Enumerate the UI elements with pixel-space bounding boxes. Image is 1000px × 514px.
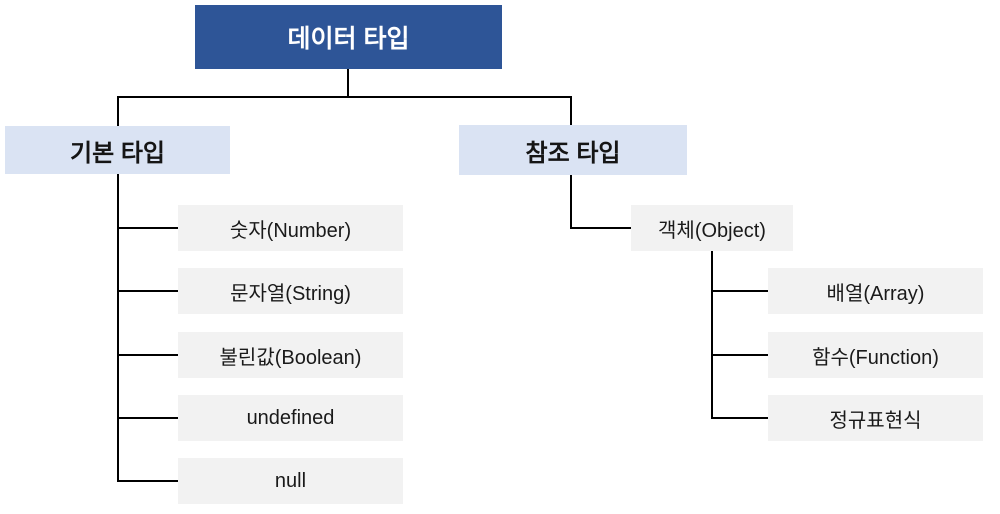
connector-object-trunk [711, 251, 713, 419]
leaf-node-number: 숫자(Number) [178, 205, 403, 251]
leaf-node-regexp: 정규표현식 [768, 395, 983, 441]
branch-node-reference-type: 참조 타입 [459, 125, 687, 175]
leaf-node-null: null [178, 458, 403, 504]
connector-basic-child-1 [117, 227, 178, 229]
connector-object-child-3 [711, 417, 768, 419]
connector-basic-child-3 [117, 354, 178, 356]
connector-object-child-2 [711, 354, 768, 356]
leaf-node-undefined: undefined [178, 395, 403, 441]
root-node-data-type: 데이터 타입 [195, 5, 502, 69]
connector-basic-trunk [117, 174, 119, 482]
connector-drop-basic [117, 96, 119, 126]
leaf-node-array: 배열(Array) [768, 268, 983, 314]
connector-basic-child-2 [117, 290, 178, 292]
connector-main-horizontal [117, 96, 572, 98]
connector-reference-trunk [570, 175, 572, 229]
leaf-node-function: 함수(Function) [768, 332, 983, 378]
leaf-node-string: 문자열(String) [178, 268, 403, 314]
connector-basic-child-4 [117, 417, 178, 419]
connector-drop-reference [570, 96, 572, 125]
leaf-node-boolean: 불린값(Boolean) [178, 332, 403, 378]
connector-basic-child-5 [117, 480, 178, 482]
connector-object-child-1 [711, 290, 768, 292]
branch-node-basic-type: 기본 타입 [5, 126, 230, 174]
connector-root-stem [347, 69, 349, 97]
leaf-node-object: 객체(Object) [631, 205, 793, 251]
connector-reference-to-object [570, 227, 631, 229]
